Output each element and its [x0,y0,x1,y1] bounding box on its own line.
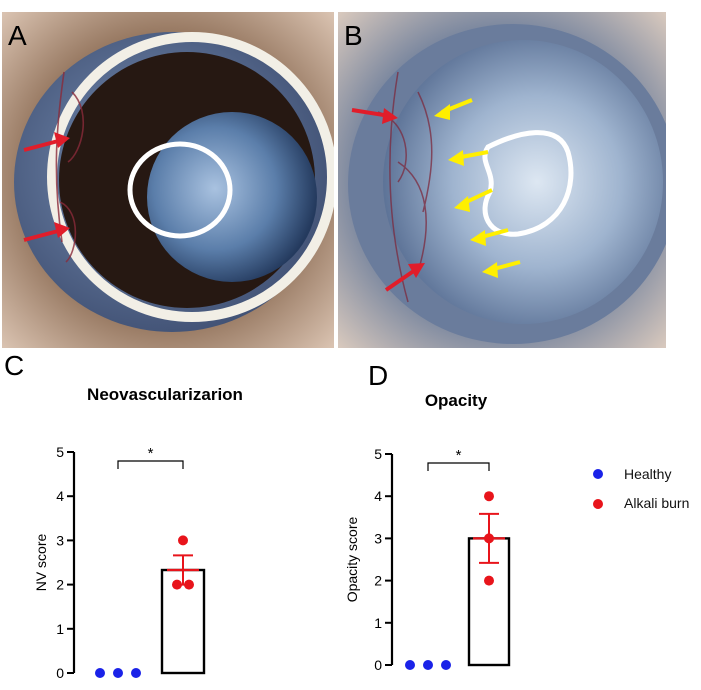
nv-y-tick-label: 4 [56,488,64,504]
yellow-arrow-icon [470,228,509,246]
nv-data-point-alkali [184,579,194,590]
yellow-arrow-icon [454,188,493,212]
opacity-significance-bracket [427,462,490,471]
nv-y-tick-label: 2 [56,577,64,593]
opacity-data-point-healthy [405,660,415,670]
nv-data-point-healthy [95,668,105,678]
nv-y-tick-label: 3 [56,532,64,548]
nv-data-point-healthy [113,668,123,678]
opacity-y-tick-label: 5 [374,446,382,462]
nv-data-point-alkali [178,535,188,546]
red-arrow-icon [23,132,70,152]
nv-y-axis-label: NV score [33,534,49,592]
panel-label-c: C [4,350,25,381]
opacity-data-point-healthy [441,660,451,670]
opacity-y-axis-label: Opacity score [344,516,360,602]
opacity-data-point-alkali [484,491,494,502]
legend-label-alkali: Alkali burn [624,495,690,511]
opacity-data-point-healthy [423,660,433,670]
opacity-y-tick-label: 1 [374,615,382,631]
panel-label-b: B [344,20,363,51]
nv-significance-bracket [117,460,184,469]
panel-label-a: A [8,20,27,51]
yellow-arrow-icon [434,98,473,120]
legend-marker-healthy [593,469,603,479]
nv-data-point-healthy [131,668,141,678]
panel-label-d: D [368,360,389,391]
opacity-data-point-alkali [484,533,494,544]
opacity-y-tick-label: 4 [374,488,382,504]
eye-photo-healthy [2,12,334,348]
red-arrow-icon [384,263,425,292]
opacity-significance-star: * [456,447,462,464]
opacity-y-tick-label: 2 [374,573,382,589]
yellow-arrow-icon [482,260,521,278]
nv-y-tick-label: 0 [56,665,64,681]
nv-significance-star: * [148,445,154,462]
nv-y-tick-label: 1 [56,621,64,637]
opacity-y-tick-label: 0 [374,657,382,673]
nv-chart-title: Neovascularizarion [87,385,243,404]
nv-data-point-alkali [172,579,182,590]
legend-marker-alkali [593,499,603,509]
red-arrow-icon [23,222,70,242]
yellow-arrow-icon [448,150,489,166]
opacity-data-point-alkali [484,575,494,586]
legend-label-healthy: Healthy [624,466,672,482]
opacity-chart-title: Opacity [425,391,488,410]
nv-y-tick-label: 5 [56,444,64,460]
opacity-y-tick-label: 3 [374,530,382,546]
red-arrow-icon [351,108,398,124]
eye-photo-alkali-burn [338,12,666,348]
